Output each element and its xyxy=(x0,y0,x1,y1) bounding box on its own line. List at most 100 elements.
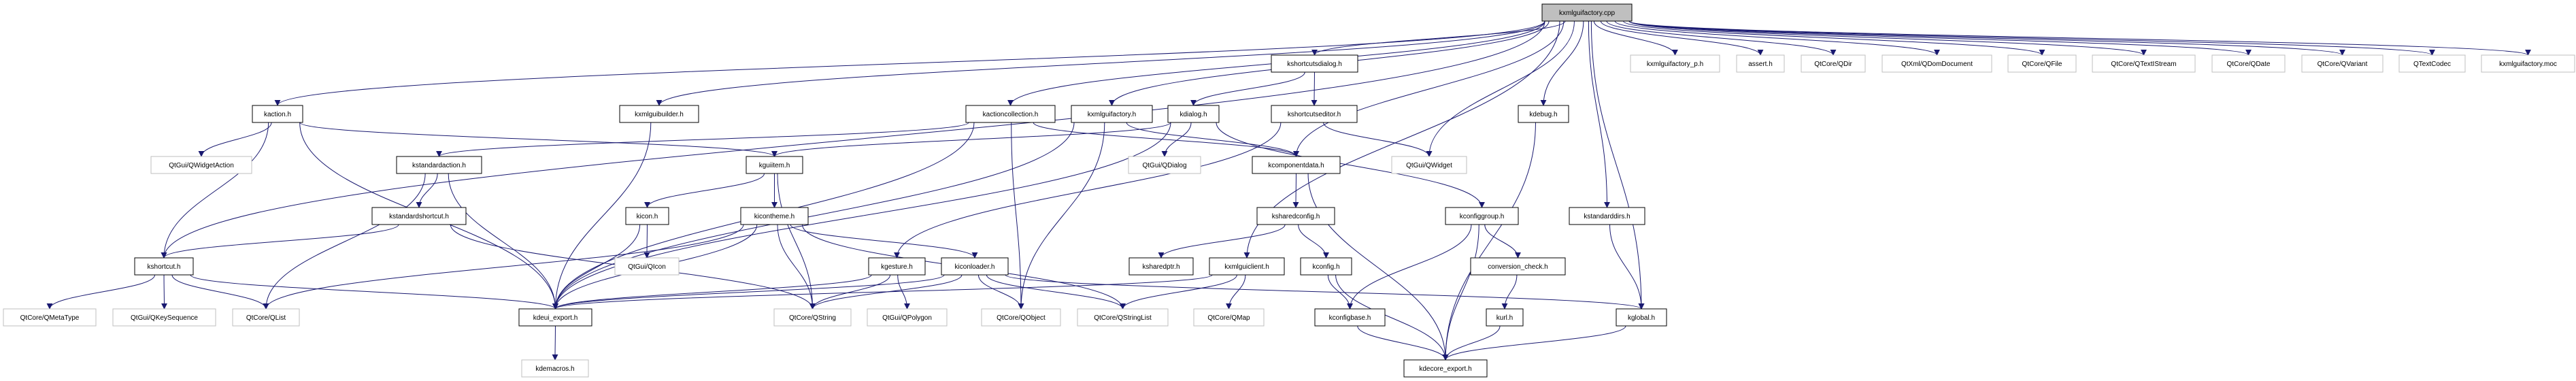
node-qmap: QtCore/QMap xyxy=(1193,308,1265,327)
node-box xyxy=(134,257,194,276)
edge-arrow xyxy=(263,173,426,310)
node-label: kshortcutsdialog.h xyxy=(1287,61,1342,68)
node-label: QtCore/QTextIStream xyxy=(2111,61,2176,68)
edge-arrow xyxy=(552,122,1075,310)
node-kconfiggroup[interactable]: kconfiggroup.h xyxy=(1445,207,1519,225)
node-kglobal[interactable]: kglobal.h xyxy=(1616,308,1667,327)
edge-kdialog-to-kconfiggroup xyxy=(1216,122,1485,208)
node-box xyxy=(965,105,1056,123)
node-box xyxy=(1167,105,1220,123)
node-label: ksharedconfig.h xyxy=(1272,213,1320,220)
node-kicontheme[interactable]: kicontheme.h xyxy=(740,207,809,225)
node-label: kdialog.h xyxy=(1180,111,1207,118)
edge-arrow xyxy=(1628,20,2435,56)
edge-arrow xyxy=(1335,274,1449,361)
node-box xyxy=(614,257,680,276)
node-box xyxy=(1541,3,1633,22)
edge-kshortcut-to-kdeui_export xyxy=(190,274,558,310)
node-kdebug[interactable]: kdebug.h xyxy=(1518,105,1569,123)
node-box xyxy=(1470,257,1566,276)
node-label: conversion_check.h xyxy=(1488,263,1548,271)
node-kxmlguifactory[interactable]: kxmlguifactory.h xyxy=(1071,105,1153,123)
node-kdecore_export[interactable]: kdecore_export.h xyxy=(1403,359,1488,378)
node-kconfig[interactable]: kconfig.h xyxy=(1300,257,1352,276)
edge-kshortcut-to-qlist xyxy=(171,274,269,310)
node-kdeui_export[interactable]: kdeui_export.h xyxy=(518,308,592,327)
node-kdialog[interactable]: kdialog.h xyxy=(1167,105,1220,123)
node-qpolygon: QtGui/QPolygon xyxy=(867,308,948,327)
node-kshortcutseditor[interactable]: kshortcutseditor.h xyxy=(1271,105,1358,123)
edge-kiconloader-to-kglobal xyxy=(1005,274,1645,310)
node-label: QtCore/QMap xyxy=(1207,314,1250,322)
edge-ksharedconfig-to-kconfig xyxy=(1298,224,1329,259)
edge-conversion_check-to-kurl xyxy=(1501,274,1518,310)
node-label: QtCore/QString xyxy=(789,314,836,322)
node-kaction[interactable]: kaction.h xyxy=(252,105,303,123)
edge-cpp-to-kshortcutsdialog xyxy=(1311,20,1566,56)
node-kstandarddirs[interactable]: kstandarddirs.h xyxy=(1569,207,1645,225)
node-ksharedconfig[interactable]: ksharedconfig.h xyxy=(1256,207,1335,225)
node-label: kshortcut.h xyxy=(148,263,181,271)
node-label: kstandardshortcut.h xyxy=(389,213,449,220)
node-label: kshortcutseditor.h xyxy=(1288,111,1341,118)
node-cpp[interactable]: kxmlguifactory.cpp xyxy=(1541,3,1633,22)
node-label: QtXml/QDomDocument xyxy=(1901,61,1973,68)
node-box xyxy=(1252,156,1341,174)
edge-arrow xyxy=(809,274,891,310)
node-label: QtCore/QDate xyxy=(2227,61,2271,68)
edge-kxmlguifactory-to-kdeui_export xyxy=(552,122,1075,310)
node-box xyxy=(1801,54,1866,73)
edge-arrow xyxy=(552,274,1213,310)
edge-kaction-to-kshortcut xyxy=(161,122,269,259)
edge-cpp-to-qvariant xyxy=(1628,20,2345,56)
edge-arrow xyxy=(1614,20,1940,56)
node-kgesture[interactable]: kgesture.h xyxy=(868,257,926,276)
edge-kxmlguiclient-to-qstringlist xyxy=(1120,274,1237,310)
node-kshortcut[interactable]: kshortcut.h xyxy=(134,257,194,276)
node-kurl[interactable]: kurl.h xyxy=(1486,308,1524,327)
node-kguiitem[interactable]: kguiitem.h xyxy=(746,156,803,174)
edge-kstandarddirs-to-kglobal xyxy=(1609,224,1645,310)
node-box xyxy=(1881,54,1992,73)
edge-arrow xyxy=(1442,122,1536,361)
edge-arrow xyxy=(1442,325,1626,361)
edge-arrow xyxy=(1120,274,1237,310)
node-assert: assert.h xyxy=(1736,54,1785,73)
edge-cpp-to-kxmlguibuilder xyxy=(656,20,1545,106)
edge-arrow xyxy=(198,122,272,157)
node-label: QtGui/QWidgetAction xyxy=(169,162,234,169)
node-kshortcutsdialog[interactable]: kshortcutsdialog.h xyxy=(1271,54,1358,73)
node-label: QtGui/QWidget xyxy=(1406,162,1452,169)
edge-arrow xyxy=(1018,122,1105,310)
node-kicon[interactable]: kicon.h xyxy=(625,207,669,225)
node-kxmlguibuilder[interactable]: kxmlguibuilder.h xyxy=(619,105,699,123)
node-label: kstandarddirs.h xyxy=(1584,213,1630,220)
node-box xyxy=(746,156,803,174)
node-label: kconfiggroup.h xyxy=(1460,213,1505,220)
node-ksharedptr[interactable]: ksharedptr.h xyxy=(1128,257,1194,276)
edge-arrow xyxy=(790,224,978,259)
node-kactioncollection[interactable]: kactioncollection.h xyxy=(965,105,1056,123)
node-kstandardshortcut[interactable]: kstandardshortcut.h xyxy=(371,207,467,225)
node-kstandardaction[interactable]: kstandardaction.h xyxy=(396,156,482,174)
node-label: kdeui_export.h xyxy=(533,314,578,322)
edge-kgesture-to-kdeui_export xyxy=(552,274,872,310)
node-box xyxy=(1271,54,1358,73)
node-kiconloader[interactable]: kiconloader.h xyxy=(941,257,1009,276)
node-box xyxy=(1128,257,1194,276)
edge-kiconloader-to-qstringlist xyxy=(986,274,1126,310)
node-kcomponentdata[interactable]: kcomponentdata.h xyxy=(1252,156,1341,174)
node-qobject: QtCore/QObject xyxy=(981,308,1061,327)
node-label: QtGui/QPolygon xyxy=(882,314,932,322)
node-box xyxy=(232,308,300,327)
node-kxmlguiclient[interactable]: kxmlguiclient.h xyxy=(1209,257,1285,276)
node-conversion_check[interactable]: conversion_check.h xyxy=(1470,257,1566,276)
node-label: kcomponentdata.h xyxy=(1268,162,1324,169)
edge-cpp-to-kglobal xyxy=(1590,20,1645,310)
node-kconfigbase[interactable]: kconfigbase.h xyxy=(1314,308,1386,327)
node-label: kglobal.h xyxy=(1628,314,1655,322)
node-label: kaction.h xyxy=(264,111,291,118)
edge-arrow xyxy=(1190,71,1305,106)
edge-arrow xyxy=(274,20,1545,106)
node-label: QtGui/QDialog xyxy=(1142,162,1186,169)
